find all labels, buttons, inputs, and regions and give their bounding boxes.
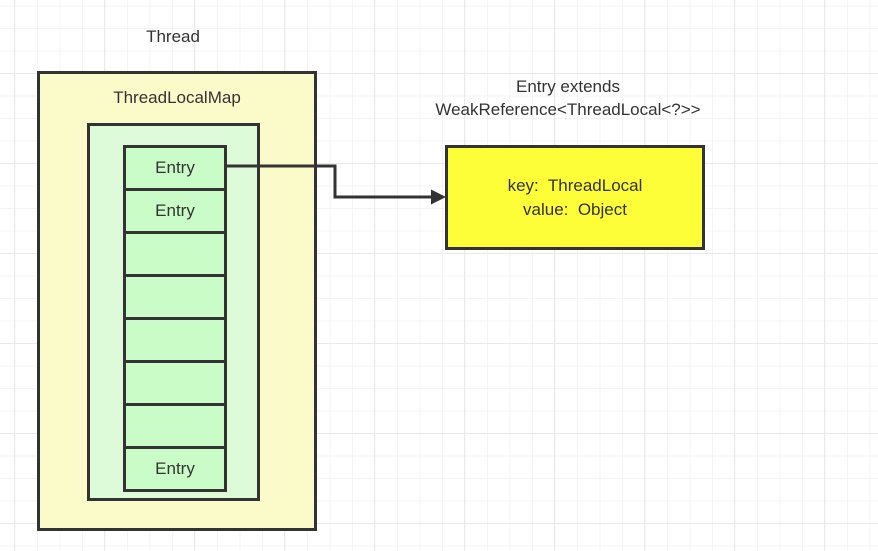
entry-extends-heading-line1: Entry extends: [516, 77, 620, 96]
entry-cell: Entry: [123, 145, 227, 191]
entry-cell: [123, 274, 227, 320]
entry-key-line: key: ThreadLocal: [507, 175, 643, 195]
entry-value-line: value: Object: [523, 199, 627, 219]
thread-label: Thread: [146, 27, 200, 46]
entry-cell: Entry: [123, 188, 227, 234]
entry-detail-box: key: ThreadLocal value: Object: [445, 145, 705, 250]
entry-cell: [123, 317, 227, 363]
entry-cell: [123, 231, 227, 277]
entry-extends-heading: Entry extends WeakReference<ThreadLocal<…: [398, 75, 738, 121]
entry-cell: [123, 403, 227, 449]
entry-cell: Entry: [123, 446, 227, 492]
entry-extends-heading-line2: WeakReference<ThreadLocal<?>>: [435, 100, 701, 119]
threadlocalmap-label: ThreadLocalMap: [113, 88, 241, 107]
entry-cell: [123, 360, 227, 406]
